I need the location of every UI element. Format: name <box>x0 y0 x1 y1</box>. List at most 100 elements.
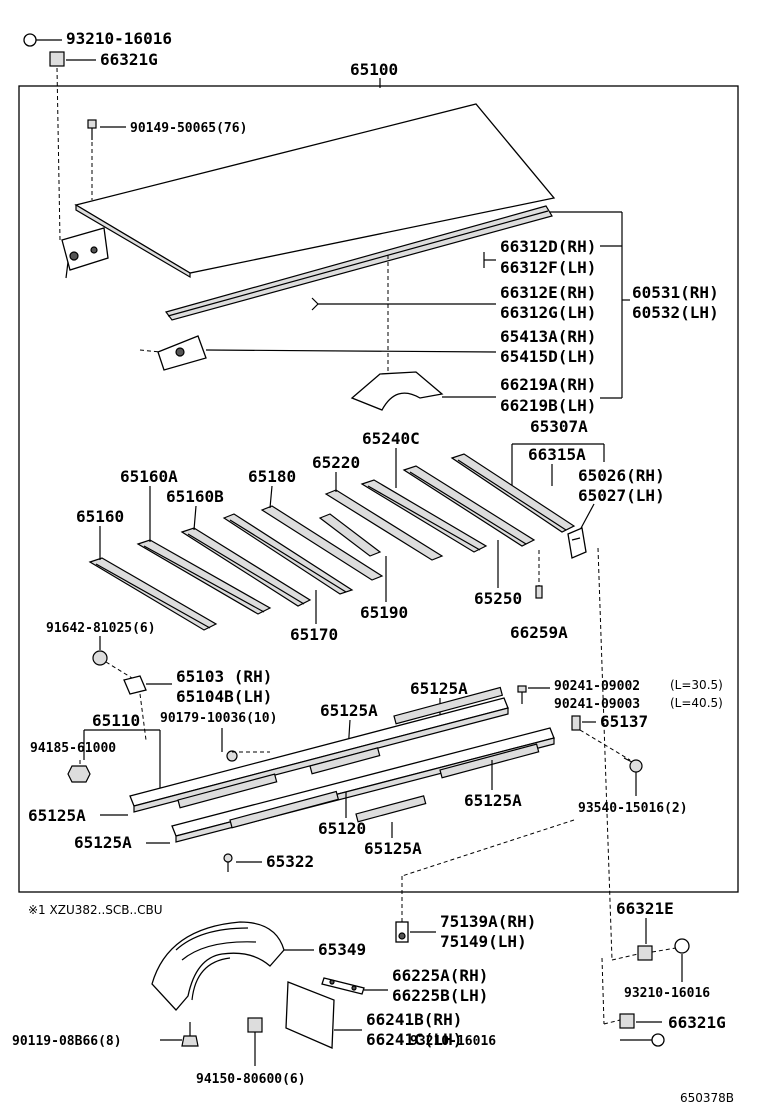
label-65027: 65027(LH) <box>578 486 665 505</box>
bolt-icon <box>674 938 690 954</box>
nut-icon <box>247 1017 263 1033</box>
bolt-icon <box>92 650 108 666</box>
gusset-bracket <box>567 527 587 559</box>
diagram-reference-number: 650378B <box>680 1091 734 1105</box>
label-91642-81025: 91642-81025(6) <box>46 621 156 636</box>
mudguard <box>151 921 285 1011</box>
bolt-icon <box>23 33 62 47</box>
label-65190: 65190 <box>360 603 408 622</box>
label-65250: 65250 <box>474 589 522 608</box>
label-65125A-2: 65125A <box>320 701 378 720</box>
long-rail-65110 <box>129 697 509 813</box>
label-75149: 75149(LH) <box>440 932 527 951</box>
crossmember-65180 <box>260 505 384 581</box>
label-90241-09003: 90241-09003 <box>554 697 640 712</box>
bolt-icon <box>181 1022 199 1047</box>
label-65170: 65170 <box>290 625 338 644</box>
crossmember-65160 <box>88 557 218 631</box>
wear-strip <box>393 686 504 725</box>
label-66321E: 66321E <box>616 899 674 918</box>
label-65125A-1: 65125A <box>410 679 468 698</box>
label-65026: 65026(RH) <box>578 466 665 485</box>
label-65125A-4: 65125A <box>464 791 522 810</box>
label-66321G: 66321G <box>100 50 158 69</box>
label-65415D: 65415D(LH) <box>500 347 596 366</box>
label-65125A-6: 65125A <box>364 839 422 858</box>
label-93210-16016-r1: 93210-16016 <box>624 986 710 1001</box>
label-93210-16016-r2: 93210-16016 <box>410 1034 496 1049</box>
label-66312G: 66312G(LH) <box>500 303 596 322</box>
label-65180: 65180 <box>248 467 296 486</box>
label-65160: 65160 <box>76 507 124 526</box>
nut-icon <box>619 1013 635 1029</box>
label-65322: 65322 <box>266 852 314 871</box>
label-66241B: 66241B(RH) <box>366 1010 462 1029</box>
label-60531: 60531(RH) <box>632 283 719 302</box>
label-65110: 65110 <box>92 711 140 730</box>
label-65413A: 65413A(RH) <box>500 327 596 346</box>
bracket-65103 <box>123 675 147 695</box>
label-90149-50065: 90149-50065(76) <box>130 121 247 136</box>
label-66225A: 66225A(RH) <box>392 966 488 985</box>
nut-icon <box>67 765 91 783</box>
label-66219B: 66219B(LH) <box>500 396 596 415</box>
label-94150-80600: 94150-80600(6) <box>196 1072 306 1087</box>
label-65160A: 65160A <box>120 467 178 486</box>
label-93540-15016: 93540-15016(2) <box>578 801 688 816</box>
label-65125A-5: 65125A <box>74 833 132 852</box>
crossmember-65240C <box>360 479 488 553</box>
label-90241-09003-length: (L=40.5) <box>670 696 723 710</box>
label-66312F: 66312F(LH) <box>500 258 596 277</box>
label-65160B: 65160B <box>166 487 224 506</box>
crossmember-65170 <box>222 513 354 595</box>
wear-strip <box>439 743 540 779</box>
label-60532: 60532(LH) <box>632 303 719 322</box>
screw-icon <box>221 728 238 762</box>
bolt-icon <box>623 757 643 773</box>
wear-strip <box>355 795 427 823</box>
label-66321G-2: 66321G <box>668 1013 726 1032</box>
mudflap <box>285 981 335 1049</box>
label-65120: 65120 <box>318 819 366 838</box>
crossmember-65250 <box>402 465 536 547</box>
crossmember-65307A <box>450 453 576 533</box>
label-66259A: 66259A <box>510 623 568 642</box>
crossmember-65190 <box>318 513 382 557</box>
wear-strip <box>309 747 381 775</box>
label-65240C: 65240C <box>362 429 420 448</box>
corner-bracket <box>157 335 207 371</box>
cover-plate <box>350 371 444 411</box>
crossmember-65160A <box>136 539 272 615</box>
label-66225B: 66225B(LH) <box>392 986 488 1005</box>
screw-icon <box>223 853 233 872</box>
bolt-icon <box>651 1033 665 1047</box>
footnote: ※1 XZU382..SCB..CBU <box>28 903 163 917</box>
label-66315A: 66315A <box>528 445 586 464</box>
label-66312E: 66312E(RH) <box>500 283 596 302</box>
screw-icon <box>517 685 527 704</box>
label-93210-16016-top: 93210-16016 <box>66 29 172 48</box>
screw-icon <box>87 119 97 140</box>
clip-icon <box>535 585 543 599</box>
label-65104B: 65104B(LH) <box>176 687 272 706</box>
nut-icon <box>49 51 96 67</box>
wear-strip <box>229 790 340 829</box>
nut-icon <box>637 945 653 961</box>
label-66241C: 66241C(LH) <box>366 1030 462 1049</box>
crossmember-65160B <box>180 527 312 607</box>
rivet-icon <box>571 715 581 731</box>
hinge-bracket <box>61 227 109 279</box>
label-66219A: 66219A(RH) <box>500 375 596 394</box>
label-65137: 65137 <box>600 712 648 731</box>
label-65125A-3: 65125A <box>28 806 86 825</box>
label-90241-09002-length: (L=30.5) <box>670 678 723 692</box>
label-75139A: 75139A(RH) <box>440 912 536 931</box>
clamp-icon <box>395 921 409 943</box>
wear-strip <box>177 773 278 809</box>
label-65220: 65220 <box>312 453 360 472</box>
pin-icon <box>483 252 496 268</box>
label-90119-08B66: 90119-08B66(8) <box>12 1034 122 1049</box>
crossmember-65220 <box>324 489 444 561</box>
label-90179-10036: 90179-10036(10) <box>160 711 277 726</box>
